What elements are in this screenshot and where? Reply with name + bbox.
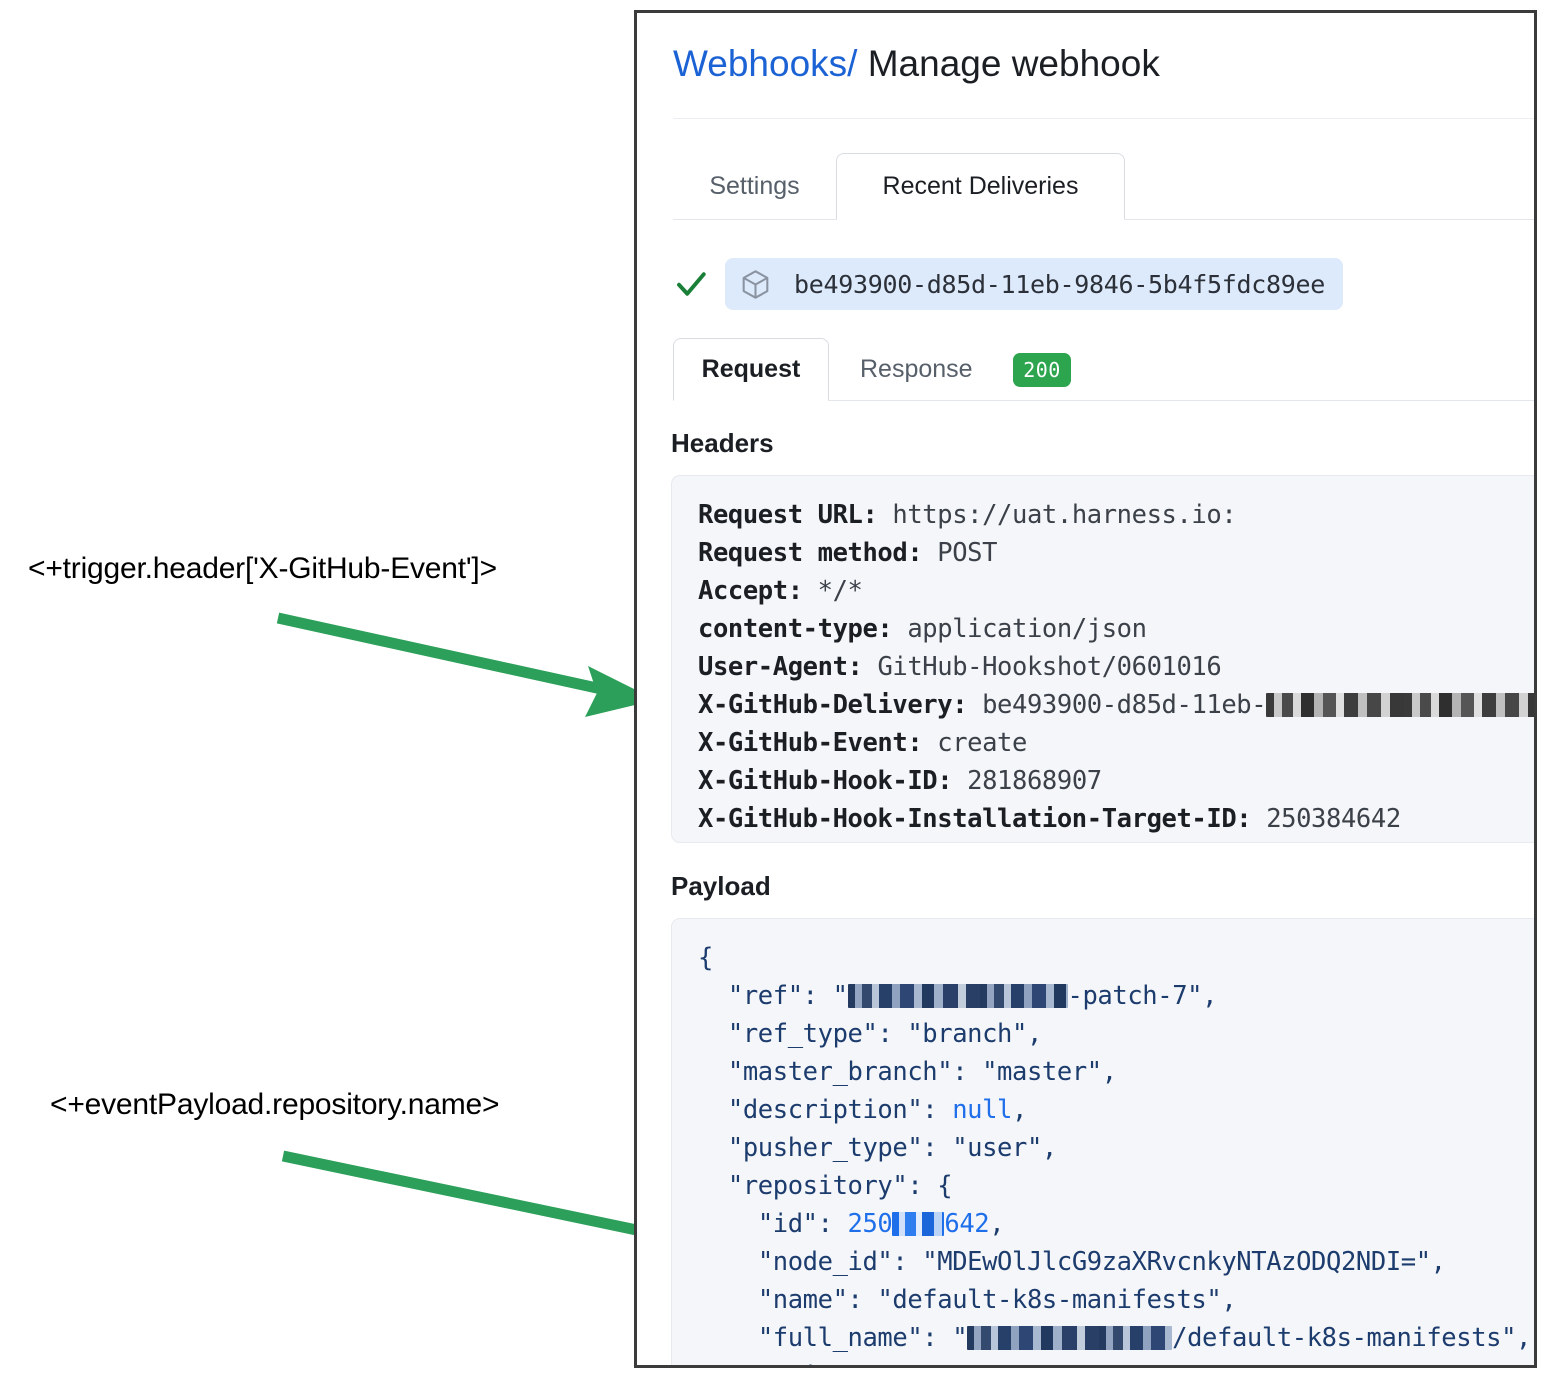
json-key: "master_branch" (727, 1057, 953, 1087)
json-key: "description" (727, 1095, 923, 1125)
header-value: 250384642 (1266, 804, 1401, 834)
tab-recent-deliveries[interactable]: Recent Deliveries (836, 153, 1125, 220)
json-trail: , (982, 1361, 997, 1365)
json-number-suffix: 642 (944, 1209, 990, 1239)
check-icon (677, 272, 706, 296)
json-value-suffix: -patch-7", (1067, 981, 1218, 1011)
json-value: "branch", (907, 1019, 1042, 1049)
json-number-prefix: 250 (847, 1209, 893, 1239)
delivery-guid: be493900-d85d-11eb-9846-5b4f5fdc89ee (794, 269, 1326, 299)
header-key: User-Agent: (698, 652, 863, 682)
header-key: content-type: (698, 614, 893, 644)
json-key: "node_id" (757, 1247, 893, 1277)
header-value: be493900-d85d-11eb- (982, 690, 1267, 720)
webhook-tabs: Settings Recent Deliveries (673, 153, 1534, 220)
page-title: Webhooks/ Manage webhook (673, 43, 1160, 85)
breadcrumb-current: Manage webhook (867, 43, 1160, 84)
header-key: Request URL: (698, 500, 878, 530)
title-divider (673, 118, 1534, 119)
json-literal: null (952, 1095, 1013, 1125)
headers-heading: Headers (671, 428, 774, 458)
header-value: GitHub-Hookshot/0601016 (877, 652, 1222, 682)
request-response-tabs: Request Response 200 (673, 338, 1534, 401)
header-key: X-GitHub-Hook-Installation-Target-ID: (698, 804, 1252, 834)
subtab-response[interactable]: Response (860, 355, 973, 383)
json-open-brace: { (698, 943, 713, 973)
json-value-prefix: " (832, 981, 848, 1011)
redacted-fullname-username (967, 1326, 1173, 1350)
payload-heading: Payload (671, 871, 771, 901)
json-key: "ref" (727, 981, 803, 1011)
header-key: Request method: (698, 538, 923, 568)
annotation-trigger-header-expression: <+trigger.header['X-GitHub-Event']> (28, 552, 497, 585)
json-key: "ref_type" (727, 1019, 878, 1049)
headers-lines: Request URL: https://uat.harness.io: Req… (672, 476, 1534, 843)
json-value: "MDEwOlJlcG9zaXRvcnkyNTAzODQ2NDI=", (922, 1247, 1446, 1277)
header-value: */* (817, 576, 863, 606)
headers-code-box: Request URL: https://uat.harness.io: Req… (671, 475, 1534, 843)
delivery-row[interactable]: be493900-d85d-11eb-9846-5b4f5fdc89ee (673, 258, 1344, 310)
header-key: X-GitHub-Event: (698, 728, 923, 758)
json-key: "full_name" (757, 1323, 923, 1353)
json-key: "name" (757, 1285, 848, 1315)
json-trail: , (1012, 1095, 1027, 1125)
status-badge: 200 (1013, 353, 1071, 387)
tab-settings[interactable]: Settings (709, 172, 800, 200)
annotation-event-payload-expression: <+eventPayload.repository.name> (50, 1088, 500, 1121)
header-value: application/json (907, 614, 1147, 644)
cube-icon (742, 269, 769, 299)
json-key: "repository" (727, 1171, 908, 1201)
header-value: 281868907 (967, 766, 1102, 796)
header-value: https://uat.harness.io: (892, 500, 1237, 530)
header-key: X-GitHub-Delivery: (698, 690, 968, 720)
json-key: "pusher_type" (727, 1133, 923, 1163)
json-value: "master", (982, 1057, 1117, 1087)
json-literal: true (922, 1361, 982, 1365)
redacted-repo-id (892, 1212, 945, 1236)
header-value: create (937, 728, 1027, 758)
payload-code-box: { "ref": "-patch-7", "ref_type": "branch… (671, 918, 1534, 1365)
json-value: "default-k8s-manifests", (877, 1285, 1237, 1315)
webhook-screenshot-panel: Webhooks/ Manage webhook Settings Recent… (634, 10, 1537, 1368)
json-key: "id" (757, 1209, 818, 1239)
json-object-open: { (937, 1171, 953, 1201)
header-key: X-GitHub-Hook-Installation-Target-Type: (698, 842, 1281, 843)
breadcrumb-separator: / (847, 43, 858, 84)
subtab-request[interactable]: Request (673, 338, 829, 401)
annotation-arrow-to-header (276, 612, 656, 717)
subtabs-underline (673, 400, 1534, 401)
json-trail: , (989, 1209, 1005, 1239)
delivery-id-pill[interactable]: be493900-d85d-11eb-9846-5b4f5fdc89ee (725, 258, 1344, 310)
breadcrumb-webhooks-link[interactable]: Webhooks (673, 43, 848, 84)
json-key: "private" (758, 1361, 893, 1365)
redacted-delivery-id (1266, 693, 1534, 717)
json-value-prefix: " (952, 1323, 968, 1353)
header-key: Accept: (698, 576, 803, 606)
json-value: "user", (952, 1133, 1057, 1163)
header-key: X-GitHub-Hook-ID: (698, 766, 953, 796)
json-value-suffix: /default-k8s-manifests", (1172, 1323, 1532, 1353)
payload-lines: { "ref": "-patch-7", "ref_type": "branch… (672, 919, 1534, 1365)
header-value: repository (1296, 842, 1446, 843)
redacted-ref-username (847, 984, 1068, 1008)
header-value: POST (937, 538, 998, 568)
